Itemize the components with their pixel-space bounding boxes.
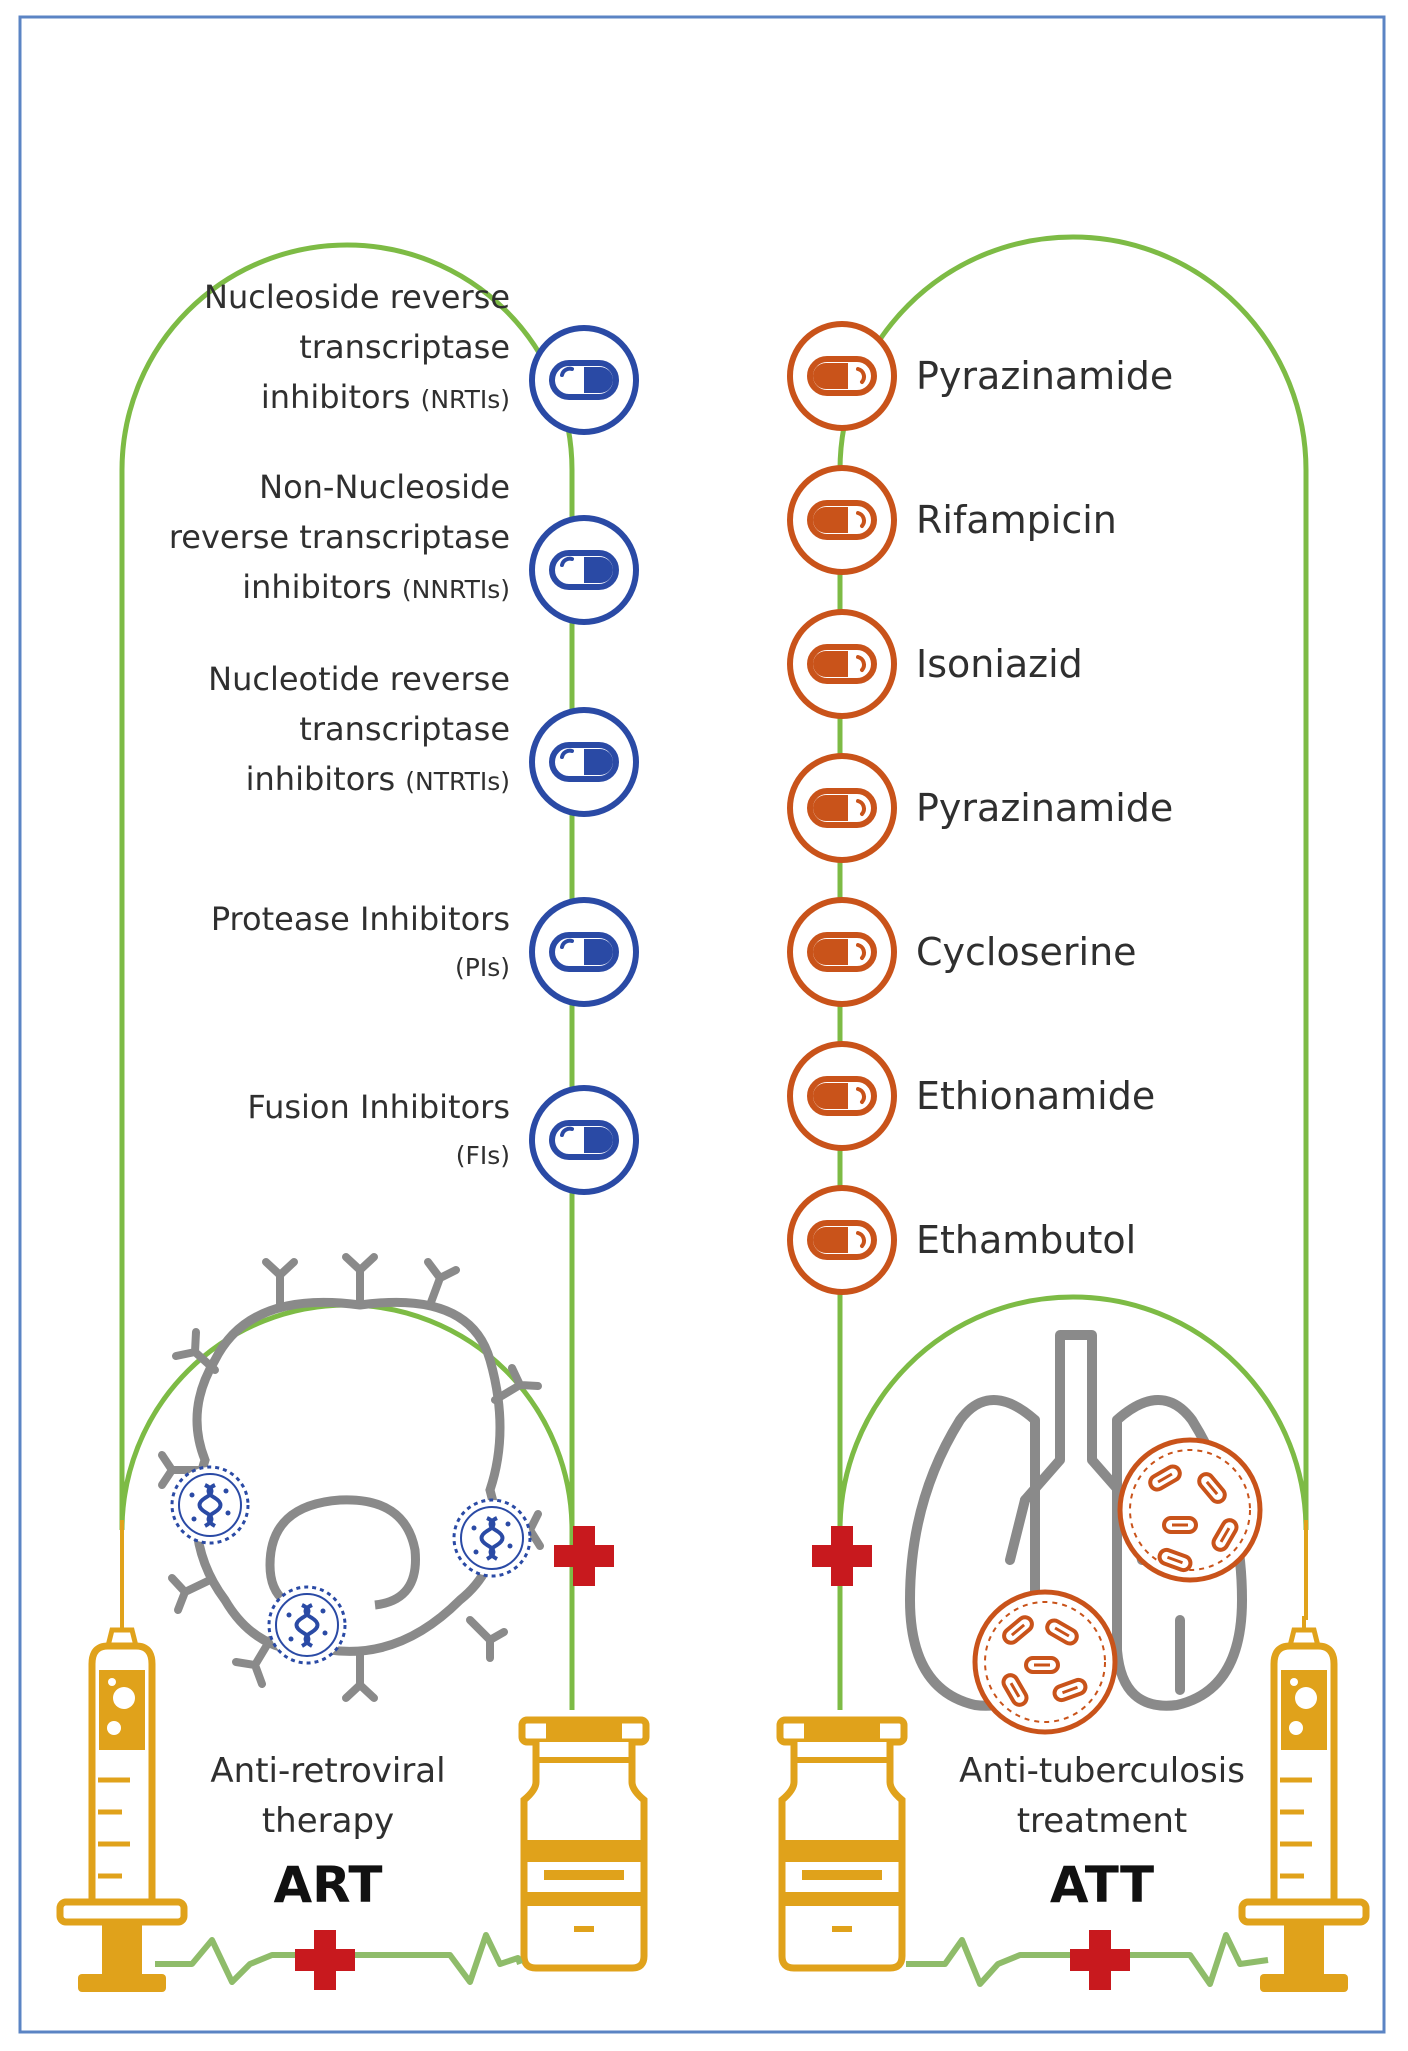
att-drug-item: Ethambutol <box>787 1185 1136 1295</box>
capsule-icon <box>810 647 874 681</box>
capsule-icon <box>810 935 874 969</box>
att-inner-arc <box>837 1294 1309 1531</box>
art-drug-class-list: Nucleoside reverse transcriptase inhibitor… <box>169 278 639 1195</box>
art-class-abbr: (NTRTIs) <box>405 767 510 796</box>
att-ecg-cross <box>1070 1930 1130 1990</box>
capsule-icon <box>810 503 874 537</box>
art-class-abbr: (NNRTIs) <box>402 575 510 604</box>
art-drug-class-item: Nucleotide reverse transcriptase inhibitor… <box>208 660 639 817</box>
art-drug-class-item: Nucleoside reverse transcriptase inhibitor… <box>204 278 639 435</box>
art-class-label-line: Non-Nucleoside <box>259 468 510 506</box>
capsule-icon <box>810 1223 874 1257</box>
capsule-icon <box>552 363 616 397</box>
art-syringe <box>60 1616 184 1992</box>
frame-border <box>18 15 1386 2034</box>
capsule-icon <box>552 935 616 969</box>
art-class-label-line: Nucleotide reverse <box>208 660 510 698</box>
att-caption-line2: treatment <box>1017 1801 1188 1841</box>
art-caption-line1: Anti-retroviral <box>210 1751 445 1791</box>
att-drug-label: Ethionamide <box>916 1074 1155 1118</box>
att-drug-label: Pyrazinamide <box>916 354 1173 398</box>
art-class-label-line: inhibitors (NNRTIs) <box>242 568 510 606</box>
art-class-label-line: Nucleoside reverse <box>204 278 510 316</box>
att-syringe <box>1242 1616 1366 1992</box>
art-class-abbr: (FIs) <box>456 1141 510 1170</box>
art-abbreviation: ART <box>273 1856 382 1914</box>
art-class-label-line: Protease Inhibitors <box>211 900 510 938</box>
art-class-label-line: transcriptase <box>299 710 510 748</box>
att-vial <box>780 1720 904 1968</box>
att-drug-item: Cycloserine <box>787 897 1137 1007</box>
art-class-label-line: inhibitors (NTRTIs) <box>246 760 510 798</box>
att-ecg-line <box>906 1932 1269 1987</box>
infected-cell-illustration <box>158 1253 544 1702</box>
att-drug-label: Rifampicin <box>916 498 1117 542</box>
att-cross <box>812 1526 872 1586</box>
capsule-icon <box>552 745 616 779</box>
att-abbreviation: ATT <box>1050 1856 1154 1914</box>
art-drug-class-item: Protease Inhibitors (PIs) <box>211 897 639 1007</box>
att-drug-label: Cycloserine <box>916 930 1137 974</box>
capsule-icon <box>810 359 874 393</box>
att-drug-item: Pyrazinamide <box>787 753 1173 863</box>
att-drug-item: Rifampicin <box>787 465 1117 575</box>
art-class-abbr: (PIs) <box>455 953 510 982</box>
capsule-icon <box>810 791 874 825</box>
art-class-label-line: transcriptase <box>299 328 510 366</box>
capsule-icon <box>552 1123 616 1157</box>
art-class-label-line: inhibitors (NRTIs) <box>261 378 510 416</box>
capsule-icon <box>810 1079 874 1113</box>
att-section: Anti-tuberculosis treatment ATT <box>780 234 1366 1992</box>
bacteria-illustration <box>972 1437 1263 1735</box>
capsule-icon <box>552 553 616 587</box>
att-caption-line1: Anti-tuberculosis <box>959 1751 1245 1791</box>
art-drug-class-item: Fusion Inhibitors (FIs) <box>247 1085 639 1195</box>
art-class-label-line: Fusion Inhibitors <box>247 1088 510 1126</box>
att-drug-label: Pyrazinamide <box>916 786 1173 830</box>
att-drug-list: PyrazinamideRifampicinIsoniazidPyrazinam… <box>787 321 1173 1295</box>
art-class-abbr: (NRTIs) <box>421 385 510 414</box>
art-class-label-line: reverse transcriptase <box>169 518 510 556</box>
att-drug-label: Isoniazid <box>916 642 1083 686</box>
att-drug-label: Ethambutol <box>916 1218 1136 1262</box>
art-vial <box>522 1720 646 1968</box>
art-drug-class-item: Non-Nucleoside reverse transcriptase inhib… <box>169 468 639 625</box>
art-cross <box>554 1526 614 1586</box>
art-ecg-cross <box>295 1930 355 1990</box>
art-caption-line2: therapy <box>262 1801 394 1841</box>
att-drug-item: Pyrazinamide <box>787 321 1173 431</box>
att-drug-item: Isoniazid <box>787 609 1083 719</box>
att-drug-item: Ethionamide <box>787 1041 1155 1151</box>
art-ecg-line <box>155 1932 523 1985</box>
